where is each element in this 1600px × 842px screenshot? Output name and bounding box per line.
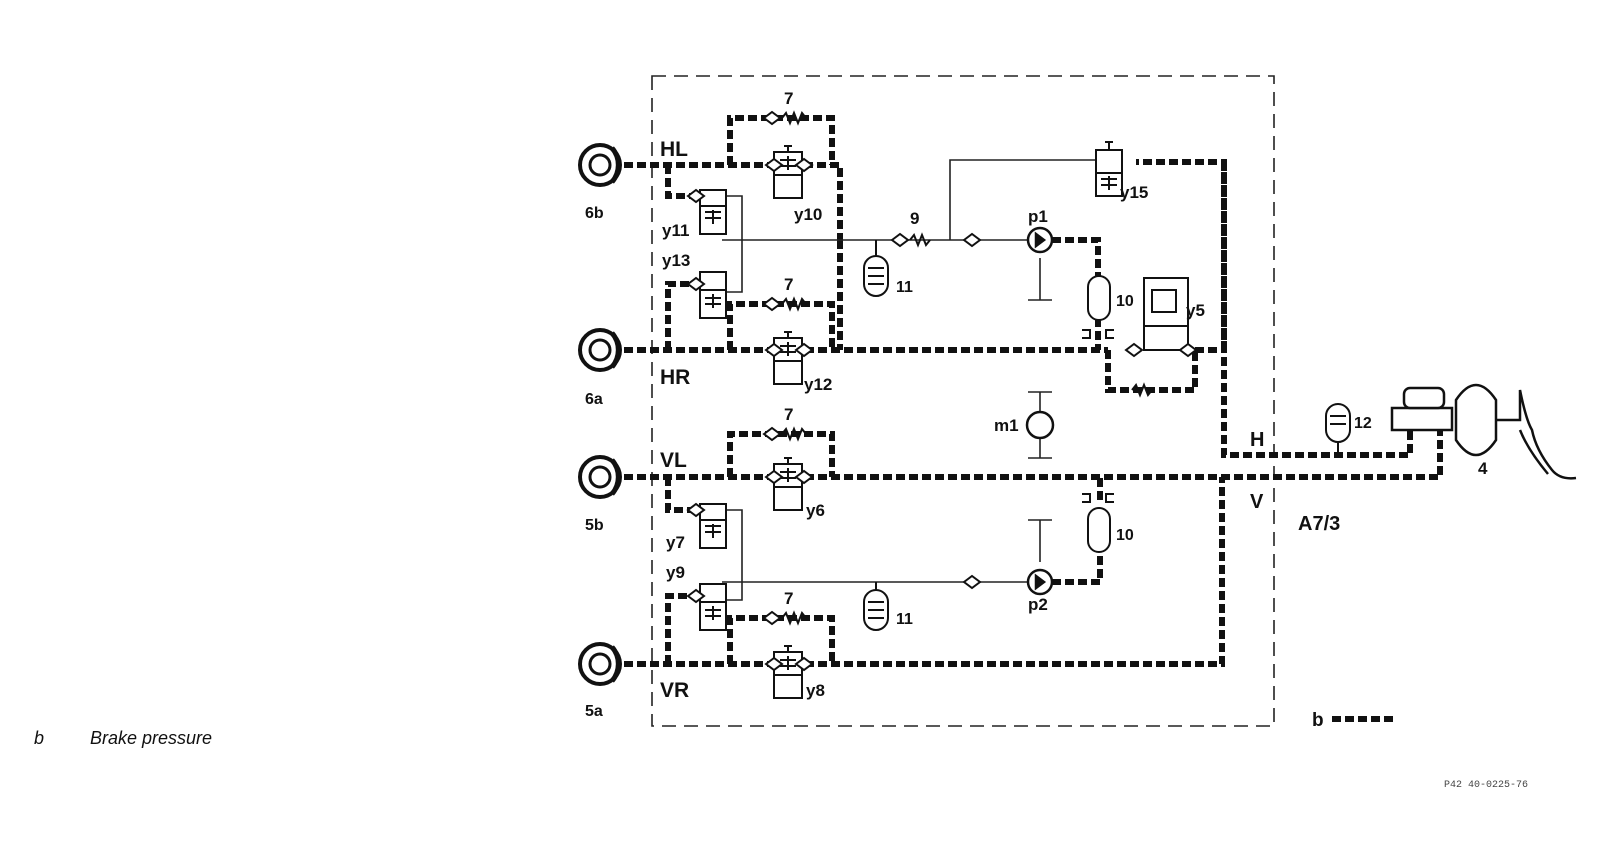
solenoid-valve-y12 [764, 331, 814, 385]
label-p2: p2 [1028, 595, 1048, 614]
label-7-bottom: 7 [784, 589, 793, 608]
label-VR: VR [660, 679, 689, 702]
label-m1: m1 [994, 416, 1019, 435]
wheel-brake-5a [578, 642, 622, 686]
label-V: V [1250, 491, 1264, 513]
master-cylinder-booster [1390, 383, 1577, 480]
label-y9: y9 [666, 563, 685, 582]
label-b: b [1312, 710, 1324, 731]
valve-y5 [1124, 277, 1198, 358]
label-wheel-5b: 5b [585, 517, 604, 534]
label-10-lower: 10 [1116, 527, 1134, 544]
figure-code: P42 40-0225-76 [1443, 780, 1528, 791]
legend: b Brake pressure [34, 728, 212, 749]
label-y7: y7 [666, 533, 685, 552]
label-y12: y12 [804, 375, 832, 394]
label-y15: y15 [1120, 183, 1148, 202]
legend-key: b [34, 728, 45, 748]
label-wheel-5a: 5a [585, 703, 603, 720]
pumps-motor [1025, 226, 1055, 596]
label-y5: y5 [1186, 301, 1205, 320]
label-HR: HR [660, 366, 690, 389]
label-y10: y10 [794, 205, 822, 224]
check-valve-springs [762, 110, 1153, 626]
legend-text: Brake pressure [90, 728, 213, 748]
label-7-top: 7 [784, 89, 793, 108]
solenoid-valve-y9 [686, 583, 727, 631]
label-A7-3: A7/3 [1298, 513, 1340, 535]
label-y6: y6 [806, 501, 825, 520]
wheel-brake-6a [578, 328, 622, 372]
label-11-upper: 11 [896, 279, 913, 296]
label-p1: p1 [1028, 207, 1048, 226]
accumulators [863, 240, 1351, 631]
label-4: 4 [1478, 459, 1488, 478]
label-12: 12 [1354, 415, 1372, 432]
label-10-upper: 10 [1116, 293, 1134, 310]
label-VL: VL [660, 449, 687, 472]
label-9: 9 [910, 209, 919, 228]
solenoid-valve-y13 [686, 271, 727, 319]
label-11-lower: 11 [896, 611, 913, 628]
pump-chambers [1082, 275, 1114, 553]
solenoid-valve-y15 [1095, 141, 1123, 197]
label-HL: HL [660, 138, 688, 161]
solenoid-valve-y6 [764, 457, 814, 511]
wheel-brake-6b [578, 143, 622, 187]
label-y8: y8 [806, 681, 825, 700]
solenoid-valve-y7 [686, 502, 727, 549]
solenoid-valve-y10 [764, 145, 814, 199]
label-7-lower: 7 [784, 405, 793, 424]
hydraulic-unit-boundary [651, 75, 1275, 727]
solenoid-valve-y8 [764, 645, 814, 699]
label-wheel-6b: 6b [585, 205, 604, 222]
label-H: H [1250, 429, 1264, 451]
label-y13: y13 [662, 251, 690, 270]
solenoid-valve-y11 [686, 188, 727, 235]
label-7-upper: 7 [784, 275, 793, 294]
label-y11: y11 [662, 221, 689, 240]
wheel-brake-5b [578, 455, 622, 499]
label-wheel-6a: 6a [585, 391, 603, 408]
